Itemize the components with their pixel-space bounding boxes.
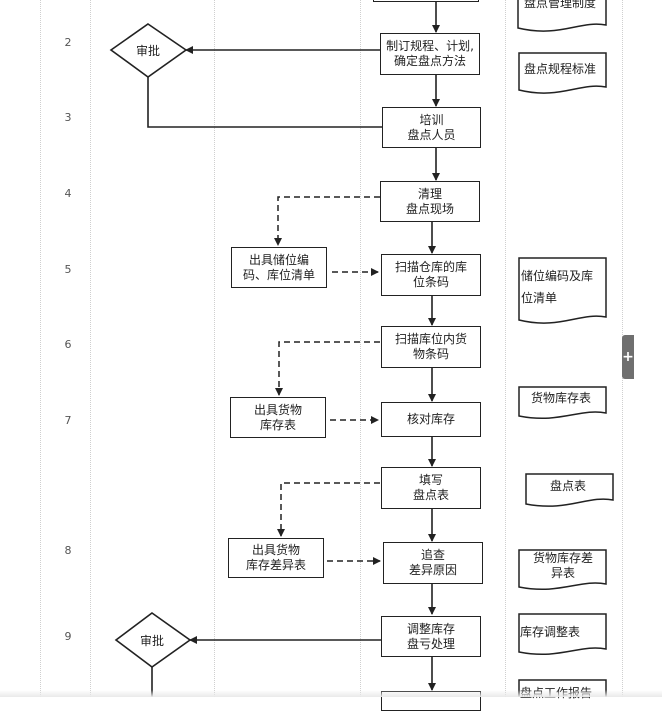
dashed-arrow (274, 196, 380, 246)
decision-diamond (114, 612, 192, 668)
support-box-diff-table: 出具货物 库存差异表 (228, 538, 324, 578)
row-number: 4 (64, 187, 72, 200)
document-label: 货物库存差 异表 (532, 551, 593, 580)
bottom-edge (0, 690, 662, 697)
process-box-scan-goods: 扫描库位内货 物条码 (381, 326, 481, 368)
process-box-check-stock: 核对库存 (381, 402, 481, 437)
decision-diamond (109, 23, 188, 78)
process-box-clean: 清理 盘点现场 (380, 181, 480, 222)
process-box-train: 培训 盘点人员 (382, 107, 481, 148)
document-shape (517, 0, 607, 32)
lane-divider (40, 0, 41, 697)
dashed-arrow (275, 341, 380, 396)
document-label: 储位编码及库 位清单 (521, 269, 594, 305)
document-label: 盘点规程标准 (524, 62, 597, 76)
document-shape (518, 549, 607, 591)
row-number: 9 (64, 630, 72, 643)
row-number: 7 (64, 414, 72, 427)
row-number: 2 (64, 36, 72, 49)
expand-panel-button[interactable]: + (622, 335, 634, 379)
document-shape (518, 613, 607, 656)
process-box-scan-location: 扫描仓库的库 位条码 (381, 254, 481, 296)
lane-divider (360, 0, 361, 697)
support-box-stock-table: 出具货物 库存表 (230, 397, 326, 438)
row-number: 8 (64, 544, 72, 557)
process-box-trace-cause: 追查 差异原因 (383, 542, 483, 584)
row-number: 6 (64, 338, 72, 351)
row-number: 3 (64, 111, 72, 124)
flow-line (147, 77, 382, 128)
document-shape (518, 386, 607, 420)
document-shape (518, 257, 607, 324)
process-box-plan: 制订规程、计划, 确定盘点方法 (380, 33, 480, 75)
document-label: 库存调整表 (520, 625, 581, 639)
document-label: 货物库存表 (531, 391, 592, 405)
document-shape (518, 52, 607, 94)
document-label: 盘点表 (550, 479, 587, 493)
process-box-truncated (373, 0, 479, 2)
row-number: 5 (64, 263, 72, 276)
process-box-adjust: 调整库存 盘亏处理 (381, 616, 481, 657)
lane-divider (90, 0, 91, 697)
document-shape (525, 473, 614, 507)
lane-divider (505, 0, 506, 697)
dashed-arrow (277, 482, 380, 537)
document-label: 盘点管理制度 (524, 0, 597, 10)
lane-divider (214, 0, 215, 697)
support-box-location-list: 出具储位编 码、库位清单 (231, 247, 327, 288)
decision-label: 审批 (139, 634, 164, 648)
process-box-fill-table: 填写 盘点表 (381, 467, 481, 509)
decision-label: 审批 (135, 44, 160, 58)
